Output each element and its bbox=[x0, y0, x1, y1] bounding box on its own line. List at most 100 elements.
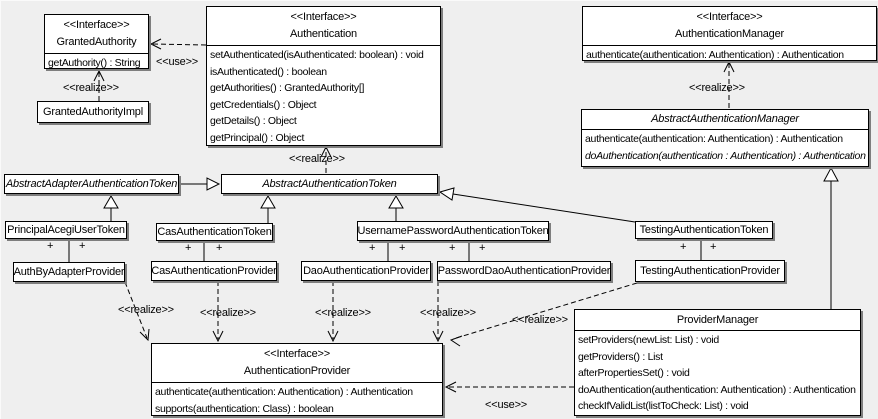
open-arrowhead bbox=[327, 330, 339, 343]
class-authentication-provider[interactable]: <<Interface>> AuthenticationProvider aut… bbox=[151, 343, 443, 416]
method-label: doAuthentication(authentication: Authent… bbox=[578, 383, 856, 396]
class-password-dao-authentication-provider[interactable]: PasswordDaoAuthenticationProvider bbox=[437, 261, 611, 281]
class-name: CasAuthenticationToken bbox=[157, 225, 272, 238]
use-label: <<use>> bbox=[485, 399, 528, 411]
class-granted-authority-impl[interactable]: GrantedAuthorityImpl bbox=[37, 101, 149, 123]
open-arrowhead bbox=[723, 60, 735, 73]
realize-label: <<realize>> bbox=[200, 307, 256, 319]
realize-label: <<realize>> bbox=[689, 82, 745, 94]
method-label: doAuthentication(authentication : Authen… bbox=[585, 149, 866, 162]
class-authentication[interactable]: <<Interface>> Authentication setAuthenti… bbox=[206, 6, 441, 146]
association-end-plus: + bbox=[399, 242, 406, 254]
compartment-separator bbox=[45, 53, 148, 54]
method-label: getCredentials() : Object bbox=[210, 98, 317, 111]
open-arrowhead bbox=[432, 330, 444, 343]
class-dao-authentication-provider[interactable]: DaoAuthenticationProvider bbox=[301, 261, 431, 281]
open-arrowhead bbox=[212, 330, 224, 343]
class-cas-authentication-provider[interactable]: CasAuthenticationProvider bbox=[151, 261, 277, 281]
method-label: getAuthority() : String bbox=[48, 57, 141, 69]
use-line bbox=[151, 43, 207, 46]
open-arrowhead bbox=[149, 38, 162, 50]
class-name: CasAuthenticationProvider bbox=[151, 264, 277, 277]
generalization-arrowhead bbox=[103, 195, 119, 209]
method-label: afterPropertiesSet() : void bbox=[578, 367, 690, 379]
use-label: <<use>> bbox=[156, 56, 199, 68]
open-arrowhead bbox=[449, 335, 463, 347]
realize-label: <<realize>> bbox=[420, 307, 476, 319]
open-arrowhead bbox=[444, 381, 457, 393]
class-name: AuthenticationManager bbox=[675, 28, 784, 40]
class-name: PrincipalAcegiUserToken bbox=[7, 223, 125, 236]
class-name: TestingAuthenticationProvider bbox=[640, 264, 780, 277]
class-name: PasswordDaoAuthenticationProvider bbox=[437, 264, 611, 277]
method-label: setProviders(newList: List) : void bbox=[578, 334, 719, 346]
class-name: AbstractAuthenticationToken bbox=[262, 177, 397, 190]
open-arrowhead bbox=[93, 69, 105, 82]
realize-label: <<realize>> bbox=[118, 304, 174, 316]
method-label: getProviders() : List bbox=[578, 350, 663, 363]
class-username-password-authentication-token[interactable]: UsernamePasswordAuthenticationToken bbox=[357, 221, 549, 241]
class-provider-manager[interactable]: ProviderManager setProviders(newList: Li… bbox=[574, 309, 861, 416]
generalization-line bbox=[452, 193, 636, 223]
method-label: authenticate(authentication: Authenticat… bbox=[586, 49, 844, 61]
method-label: checkIfValidList(listToCheck: List) : vo… bbox=[578, 400, 749, 412]
association-end-plus: + bbox=[216, 242, 223, 254]
class-name: Authentication bbox=[290, 28, 357, 40]
class-granted-authority[interactable]: <<Interface>> GrantedAuthority getAuthor… bbox=[44, 14, 149, 69]
class-abstract-authentication-manager[interactable]: AbstractAuthenticationManager authentica… bbox=[581, 109, 869, 167]
class-cas-authentication-token[interactable]: CasAuthenticationToken bbox=[156, 223, 273, 241]
compartment-separator bbox=[582, 129, 868, 130]
realize-label: <<realize>> bbox=[512, 314, 568, 326]
method-label: authenticate(authentication: Authenticat… bbox=[155, 386, 413, 398]
stereotype-label: <<Interface>> bbox=[63, 19, 130, 31]
method-label: getDetails() : Object bbox=[210, 115, 297, 127]
class-name: GrantedAuthority bbox=[56, 36, 137, 48]
class-name: AbstractAuthenticationManager bbox=[651, 113, 799, 125]
class-principal-acegi-user-token[interactable]: PrincipalAcegiUserToken bbox=[5, 221, 127, 239]
association-end-plus: + bbox=[79, 240, 86, 252]
association-end-plus: + bbox=[185, 242, 192, 254]
class-name: DaoAuthenticationProvider bbox=[303, 264, 429, 277]
method-label: supports(authentication: Class) : boolea… bbox=[155, 402, 334, 415]
generalization-arrowhead bbox=[206, 177, 221, 191]
class-abstract-authentication-token[interactable]: AbstractAuthenticationToken bbox=[221, 174, 438, 194]
open-arrowhead bbox=[139, 328, 150, 342]
realize-label: <<realize>> bbox=[315, 307, 371, 319]
association-end-plus: + bbox=[369, 242, 376, 254]
generalization-arrowhead bbox=[823, 166, 839, 182]
class-authentication-manager[interactable]: <<Interface>> AuthenticationManager auth… bbox=[582, 6, 877, 61]
association-end-plus: + bbox=[479, 242, 486, 254]
method-label: authenticate(authentication: Authenticat… bbox=[585, 133, 843, 145]
compartment-separator bbox=[575, 330, 860, 331]
method-label: setAuthenticated(isAuthenticated: boolea… bbox=[210, 49, 424, 61]
association-end-plus: + bbox=[449, 242, 456, 254]
class-testing-authentication-token[interactable]: TestingAuthenticationToken bbox=[635, 221, 773, 239]
class-name: TestingAuthenticationToken bbox=[639, 223, 769, 236]
generalization-arrowhead bbox=[438, 187, 455, 201]
stereotype-label: <<Interface>> bbox=[264, 348, 330, 360]
class-name: UsernamePasswordAuthenticationToken bbox=[357, 224, 549, 237]
compartment-separator bbox=[207, 45, 440, 46]
generalization-arrowhead bbox=[260, 195, 276, 209]
method-label: getAuthorities() : GrantedAuthority[] bbox=[210, 82, 365, 94]
generalization-arrowhead bbox=[388, 195, 404, 209]
compartment-separator bbox=[583, 45, 876, 46]
stereotype-label: <<Interface>> bbox=[290, 11, 357, 23]
method-label: isAuthenticated() : boolean bbox=[210, 65, 327, 78]
class-testing-authentication-provider[interactable]: TestingAuthenticationProvider bbox=[635, 260, 785, 282]
class-name: AuthByAdapterProvider bbox=[13, 265, 125, 278]
class-auth-by-adapter-provider[interactable]: AuthByAdapterProvider bbox=[13, 262, 125, 282]
association-end-plus: + bbox=[710, 241, 717, 253]
class-name: ProviderManager bbox=[676, 314, 759, 326]
association-end-plus: + bbox=[47, 240, 54, 252]
class-abstract-adapter-authentication-token[interactable]: AbstractAdapterAuthenticationToken bbox=[4, 174, 179, 194]
realize-label: <<realize>> bbox=[63, 82, 119, 94]
realize-label: <<realize>> bbox=[289, 153, 345, 165]
compartment-separator bbox=[152, 382, 442, 383]
association-end-plus: + bbox=[680, 241, 687, 253]
class-name: AuthenticationProvider bbox=[243, 365, 351, 377]
class-name: AbstractAdapterAuthenticationToken bbox=[5, 177, 178, 190]
stereotype-label: <<Interface>> bbox=[696, 11, 763, 23]
method-label: getPrincipal() : Object bbox=[210, 131, 305, 144]
